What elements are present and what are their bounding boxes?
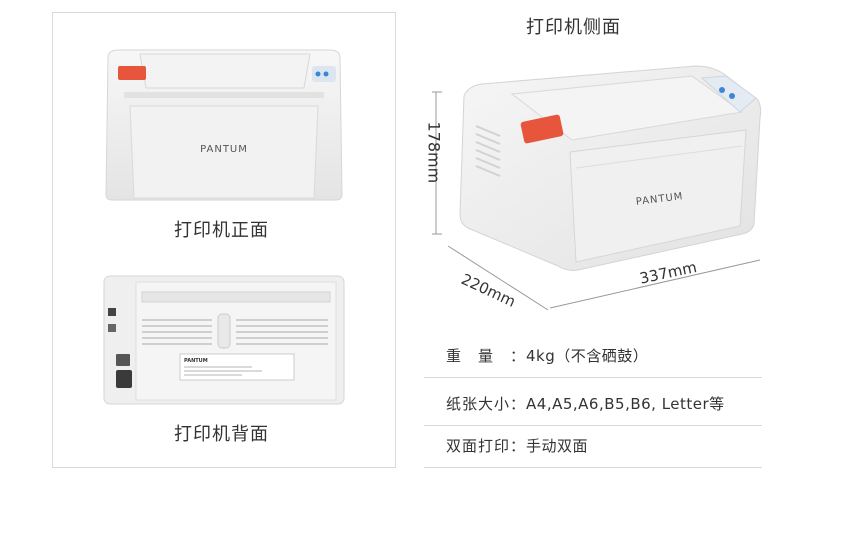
printer-back-image: PANTUM [103, 275, 345, 405]
spec-value-paper-size: A4,A5,A6,B5,B6, Letter等 [526, 395, 725, 413]
printer-front-image: PANTUM [105, 49, 343, 201]
side-view-caption: 打印机侧面 [526, 17, 621, 38]
power-switch-icon [116, 354, 130, 366]
spec-row-duplex: 双面打印： 手动双面 [424, 424, 762, 468]
side-warning-sticker [520, 114, 564, 144]
spec-row-weight: 重 量 ： 4kg（不含硒鼓） [424, 334, 762, 378]
back-view-caption: 打印机背面 [174, 424, 269, 445]
spec-value-duplex: 手动双面 [526, 437, 589, 455]
spec-label-weight: 重 量 ： [446, 347, 527, 365]
front-view-caption: 打印机正面 [174, 220, 269, 241]
power-socket-icon [116, 370, 132, 388]
warning-label-sticker [118, 66, 146, 80]
usb-port-icon [108, 308, 116, 316]
front-brand-logo: PANTUM [200, 144, 248, 155]
printer-side-image: PANTUM [432, 65, 762, 311]
spec-label-duplex: 双面打印： [446, 437, 527, 455]
spec-value-weight: 4kg（不含硒鼓） [526, 347, 649, 365]
spec-row-paper-size: 纸张大小： A4,A5,A6,B5,B6, Letter等 [424, 382, 762, 426]
depth-dimension-line [447, 245, 549, 311]
width-dimension-line [549, 259, 761, 309]
spec-label-paper-size: 纸张大小： [446, 395, 527, 413]
back-label-brand: PANTUM [184, 358, 208, 364]
height-dimension-label: 178mm [424, 121, 444, 184]
